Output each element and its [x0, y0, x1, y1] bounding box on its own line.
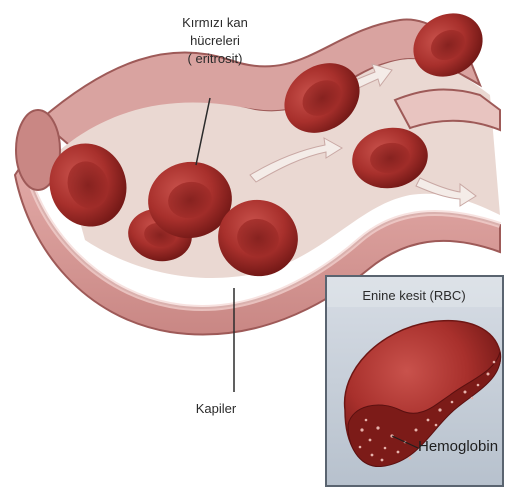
rbc-label-line-3: ( eritrosit) — [160, 50, 270, 68]
rbc-label-line-2: hücreleri — [160, 32, 270, 50]
rbc-label: Kırmızı kan hücreleri ( eritrosit) — [160, 14, 270, 68]
inset-title: Enine kesit (RBC) — [334, 288, 494, 303]
rbc-label-line-1: Kırmızı kan — [160, 14, 270, 32]
hemoglobin-label: Hemoglobin — [418, 438, 498, 455]
capillary-label: Kapiler — [186, 400, 246, 418]
